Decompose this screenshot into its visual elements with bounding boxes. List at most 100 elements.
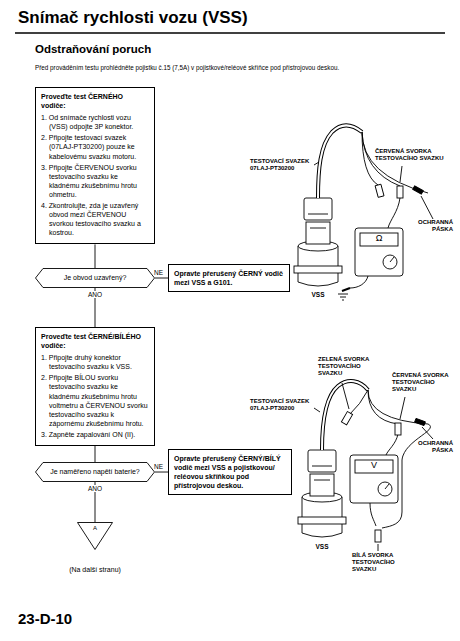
vss-sensor	[310, 474, 334, 496]
harness-connector	[304, 198, 332, 220]
leader-line	[400, 397, 405, 419]
branch-label: ANO	[87, 291, 103, 298]
process-box: Proveďte test ČERNÉ/BÍLÉHO vodiče: 1. Při…	[35, 327, 155, 446]
ground-symbol	[338, 294, 348, 300]
step-text: 2. Připojte BÍLOU svorku testovacího sva…	[41, 373, 149, 428]
continuation-note: (Na další stranu)	[50, 566, 140, 574]
test-clip	[341, 412, 352, 425]
box-text: A	[77, 525, 113, 533]
meter-symbol: V	[367, 460, 381, 471]
test-harness-cable	[370, 503, 376, 526]
test-harness-cable	[318, 125, 362, 198]
title-holder: Snímač rychlosti vozu (VSS)	[18, 8, 438, 28]
leader-line	[314, 383, 433, 551]
part-label: TESTOVACÍ SVAZEK 07LAJ-PT30200	[250, 158, 312, 172]
harness-connector	[308, 214, 328, 215]
repair-box: Opravte přerušený ČERNÝ vodič mezi VSS a…	[168, 264, 290, 292]
test-harness-cable	[388, 198, 400, 228]
flow-connector	[155, 472, 168, 473]
vss-sensor	[294, 222, 342, 286]
step-text: 1. Připojte druhý konektor testovacího s…	[41, 353, 149, 371]
step-text: 2. Připojte testovací svazek (07LAJ-PT30…	[41, 133, 149, 160]
box-text: Je obvod uzavřený?	[44, 273, 146, 282]
test-clip	[375, 530, 381, 542]
harness-connector	[308, 450, 336, 472]
part-label: VSS	[303, 291, 333, 299]
test-harness-cable	[362, 132, 428, 193]
leader-line	[421, 196, 433, 219]
step-text: 3. Připojte ČERVENOU svorku testovacího …	[41, 163, 149, 199]
test-clip	[397, 186, 403, 198]
protective-tape	[415, 418, 426, 425]
voltmeter	[385, 484, 389, 489]
part-label: BÍLÁ SVORKA TESTOVACÍHO SVAZKU	[352, 552, 414, 574]
title-rule	[15, 32, 445, 34]
part-label: ČERVENÁ SVORKA TESTOVACÍHO SVAZKU	[392, 372, 452, 394]
leader-line	[314, 408, 320, 412]
shape-outline	[36, 269, 155, 288]
ground-symbol	[338, 294, 348, 300]
leader-line	[400, 166, 402, 182]
leader-line	[314, 162, 433, 219]
test-harness-cable	[322, 381, 368, 450]
vss-sensor	[314, 480, 330, 481]
leader-line	[378, 544, 379, 551]
box-heading: Proveďte test ČERNÉHO vodiče:	[41, 92, 149, 110]
protective-tape	[413, 186, 424, 194]
page-number: 23-D-10	[18, 610, 138, 628]
test-harness-cable	[350, 276, 368, 288]
vss-sensor	[310, 228, 326, 229]
box-text: Je naměřeno napětí baterie?	[44, 467, 146, 476]
decision-box: Je naměřeno napětí baterie?	[35, 462, 155, 482]
vss-sensor	[298, 517, 346, 524]
part-label: VSS	[307, 543, 337, 551]
voltmeter	[350, 455, 398, 503]
process-box: Proveďte test ČERNÉHO vodiče: 1. Od sníma…	[35, 87, 155, 244]
voltmeter	[355, 460, 393, 473]
voltmeter	[350, 455, 398, 503]
repair-box: Opravte přerušený ČERNÝ/BÍLÝ vodič mezi …	[168, 449, 292, 495]
shape-outline	[78, 523, 113, 550]
leader-line	[314, 162, 319, 165]
branch-label: NE	[153, 269, 164, 276]
protective-tape	[415, 418, 426, 425]
ohmmeter	[355, 228, 403, 276]
step-text: 4. Zkontrolujte, zda je uzavřený obvod m…	[41, 201, 149, 237]
test-clip	[375, 184, 384, 197]
flow-connector	[95, 446, 96, 462]
part-label: OCHRANNÁ PÁSKA	[405, 219, 453, 233]
test-harness-cable	[368, 390, 398, 424]
harness-connector	[312, 466, 332, 467]
section-heading: Odstraňování poruch	[35, 43, 255, 57]
ohmmeter	[360, 233, 398, 246]
shape-outline	[36, 463, 155, 482]
decision-box: Je obvod uzavřený?	[35, 268, 155, 288]
part-label: TESTOVACÍ SVAZEK 07LAJ-PT30200	[250, 398, 312, 412]
ohmmeter	[383, 255, 397, 269]
box-text: Opravte přerušený ČERNÝ/BÍLÝ vodič mezi …	[174, 454, 286, 490]
test-harness-cable	[322, 381, 430, 528]
vss-sensor	[298, 474, 346, 537]
ohmmeter	[355, 228, 403, 276]
box-heading: Proveďte test ČERNÉ/BÍLÉHO vodiče:	[41, 332, 149, 350]
test-clip	[375, 184, 403, 198]
flow-connector	[155, 278, 168, 279]
protective-tape	[413, 186, 424, 194]
part-label: ČERVENÁ SVORKA TESTOVACÍHO SVAZKU	[375, 148, 453, 162]
flow-connector	[95, 244, 96, 268]
step-text: 3. Zapněte zapalování ON (II).	[41, 430, 149, 439]
meter-symbol: Ω	[372, 233, 386, 244]
harness-connector	[304, 198, 332, 220]
test-clip	[395, 423, 401, 435]
vss-sensor	[306, 222, 330, 244]
part-label: OCHRANNÁ PÁSKA	[405, 440, 453, 454]
test-harness-cable	[318, 125, 362, 198]
test-harness-cable	[386, 434, 398, 455]
step-text: 1. Od snímače rychlosti vozu (VSS) odpoj…	[41, 113, 149, 131]
test-harness-cable	[350, 390, 368, 414]
branch-label: ANO	[87, 485, 103, 492]
page-title: Snímač rychlosti vozu (VSS)	[18, 8, 438, 28]
vss-sensor	[294, 266, 342, 273]
